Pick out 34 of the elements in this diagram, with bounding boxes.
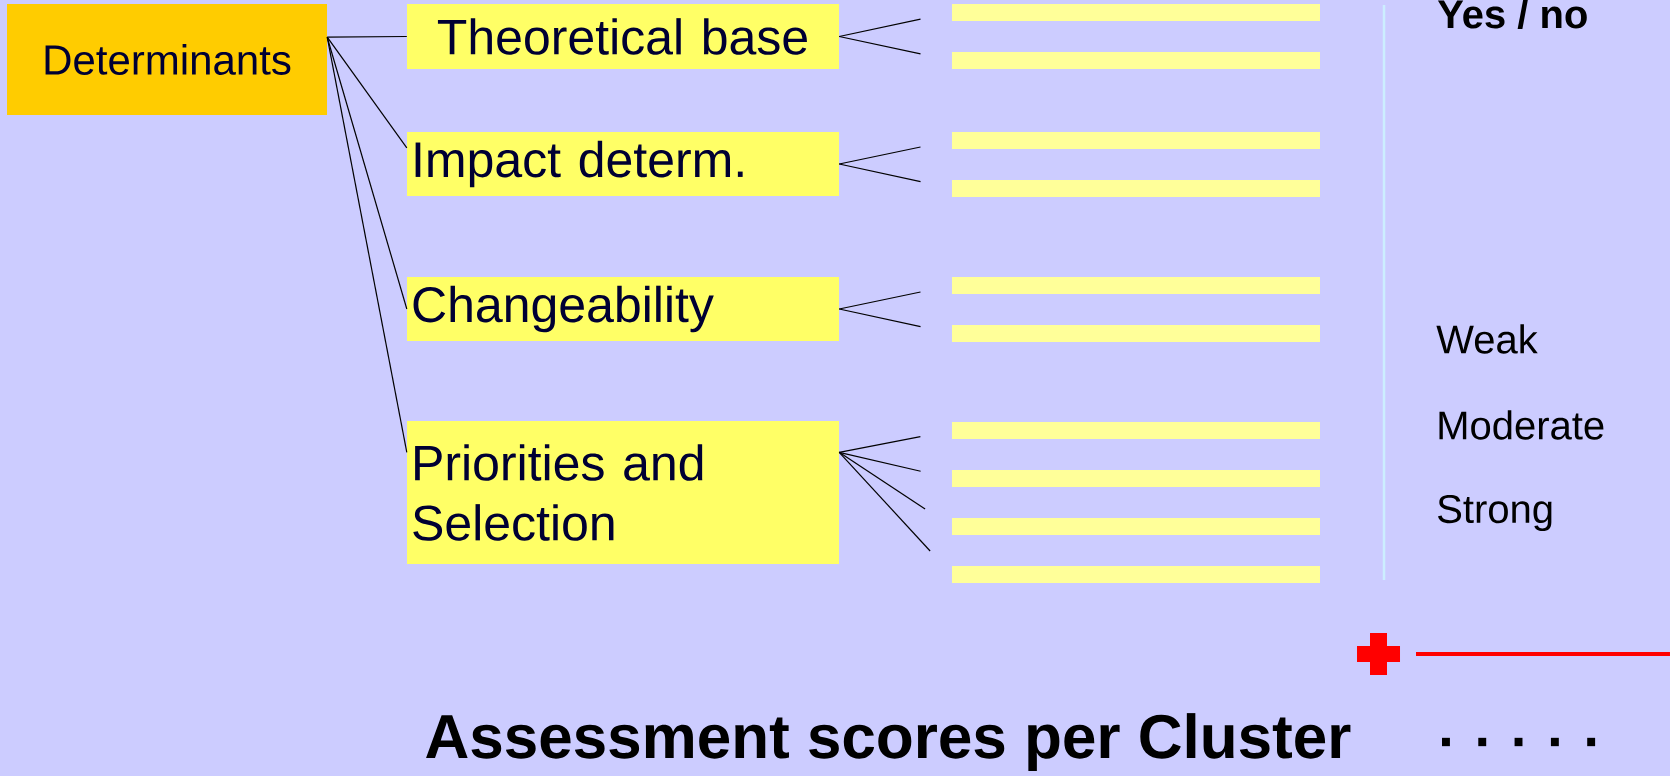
connector-line [326,35,408,38]
connector-line [326,36,408,310]
scale-label: Yes / no [1437,0,1587,29]
bar [952,180,1320,197]
bar [952,518,1320,535]
criterion-box: Theoretical base [407,4,839,69]
bar [952,277,1320,294]
criterion-box: Impact determ. [407,132,839,196]
connector-line [838,291,922,310]
connector-line [838,18,922,38]
bar [952,470,1320,487]
bar [952,52,1320,69]
connector-line [838,35,922,55]
connector-line [838,436,921,453]
scale-label: Weak [1436,324,1538,354]
connector-line [326,36,408,149]
category-box: Determinants [7,4,327,115]
bar [952,422,1320,439]
connector-line [838,163,922,183]
connector-line [838,451,926,510]
connector-line [838,451,922,472]
scale-label: Moderate [1439,410,1604,440]
criterion-box: Priorities and Selection [407,421,839,564]
ellipsis-text: . . . . . [1442,737,1596,747]
connector-line [838,146,922,165]
criterion-box: Changeability [407,277,839,341]
connector-line [326,36,408,453]
connector-line [838,308,922,328]
bar [952,4,1320,21]
bar [952,325,1320,342]
caption: Assessment scores per Cluster [426,713,1351,771]
bar [952,132,1320,149]
connector-line [838,451,931,552]
scale-label: Strong [1438,494,1552,532]
